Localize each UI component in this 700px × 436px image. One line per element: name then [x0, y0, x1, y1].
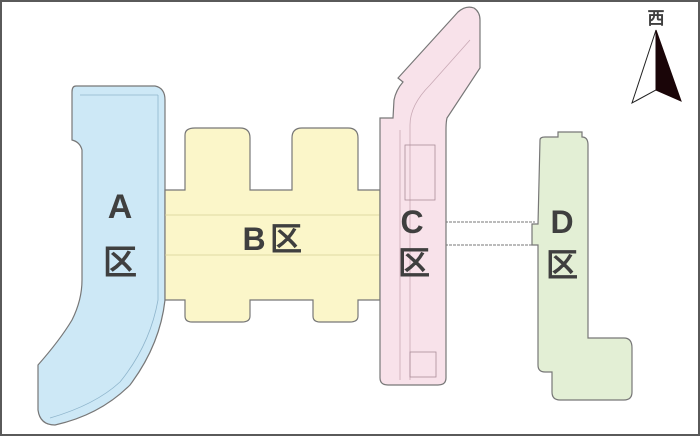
- zone-a-suffix: 区: [103, 244, 137, 282]
- compass-direction-label: 西: [648, 9, 665, 28]
- zone-b-letter: B: [242, 221, 265, 257]
- compass: 西: [631, 9, 682, 105]
- north-arrow-icon: [631, 29, 682, 105]
- zone-c-suffix: 区: [398, 245, 430, 281]
- zone-d-letter: D: [550, 204, 573, 240]
- zone-c[interactable]: C 区: [379, 6, 481, 386]
- zone-c-letter: C: [400, 204, 423, 240]
- bridge-c-d: [445, 221, 535, 246]
- zone-b[interactable]: B 区: [164, 127, 381, 323]
- zone-d-suffix: 区: [546, 247, 578, 283]
- zone-a-letter: A: [108, 188, 133, 226]
- zone-b-suffix: 区: [270, 221, 302, 257]
- zone-a[interactable]: A 区: [37, 85, 166, 426]
- zone-d[interactable]: D 区: [531, 131, 633, 401]
